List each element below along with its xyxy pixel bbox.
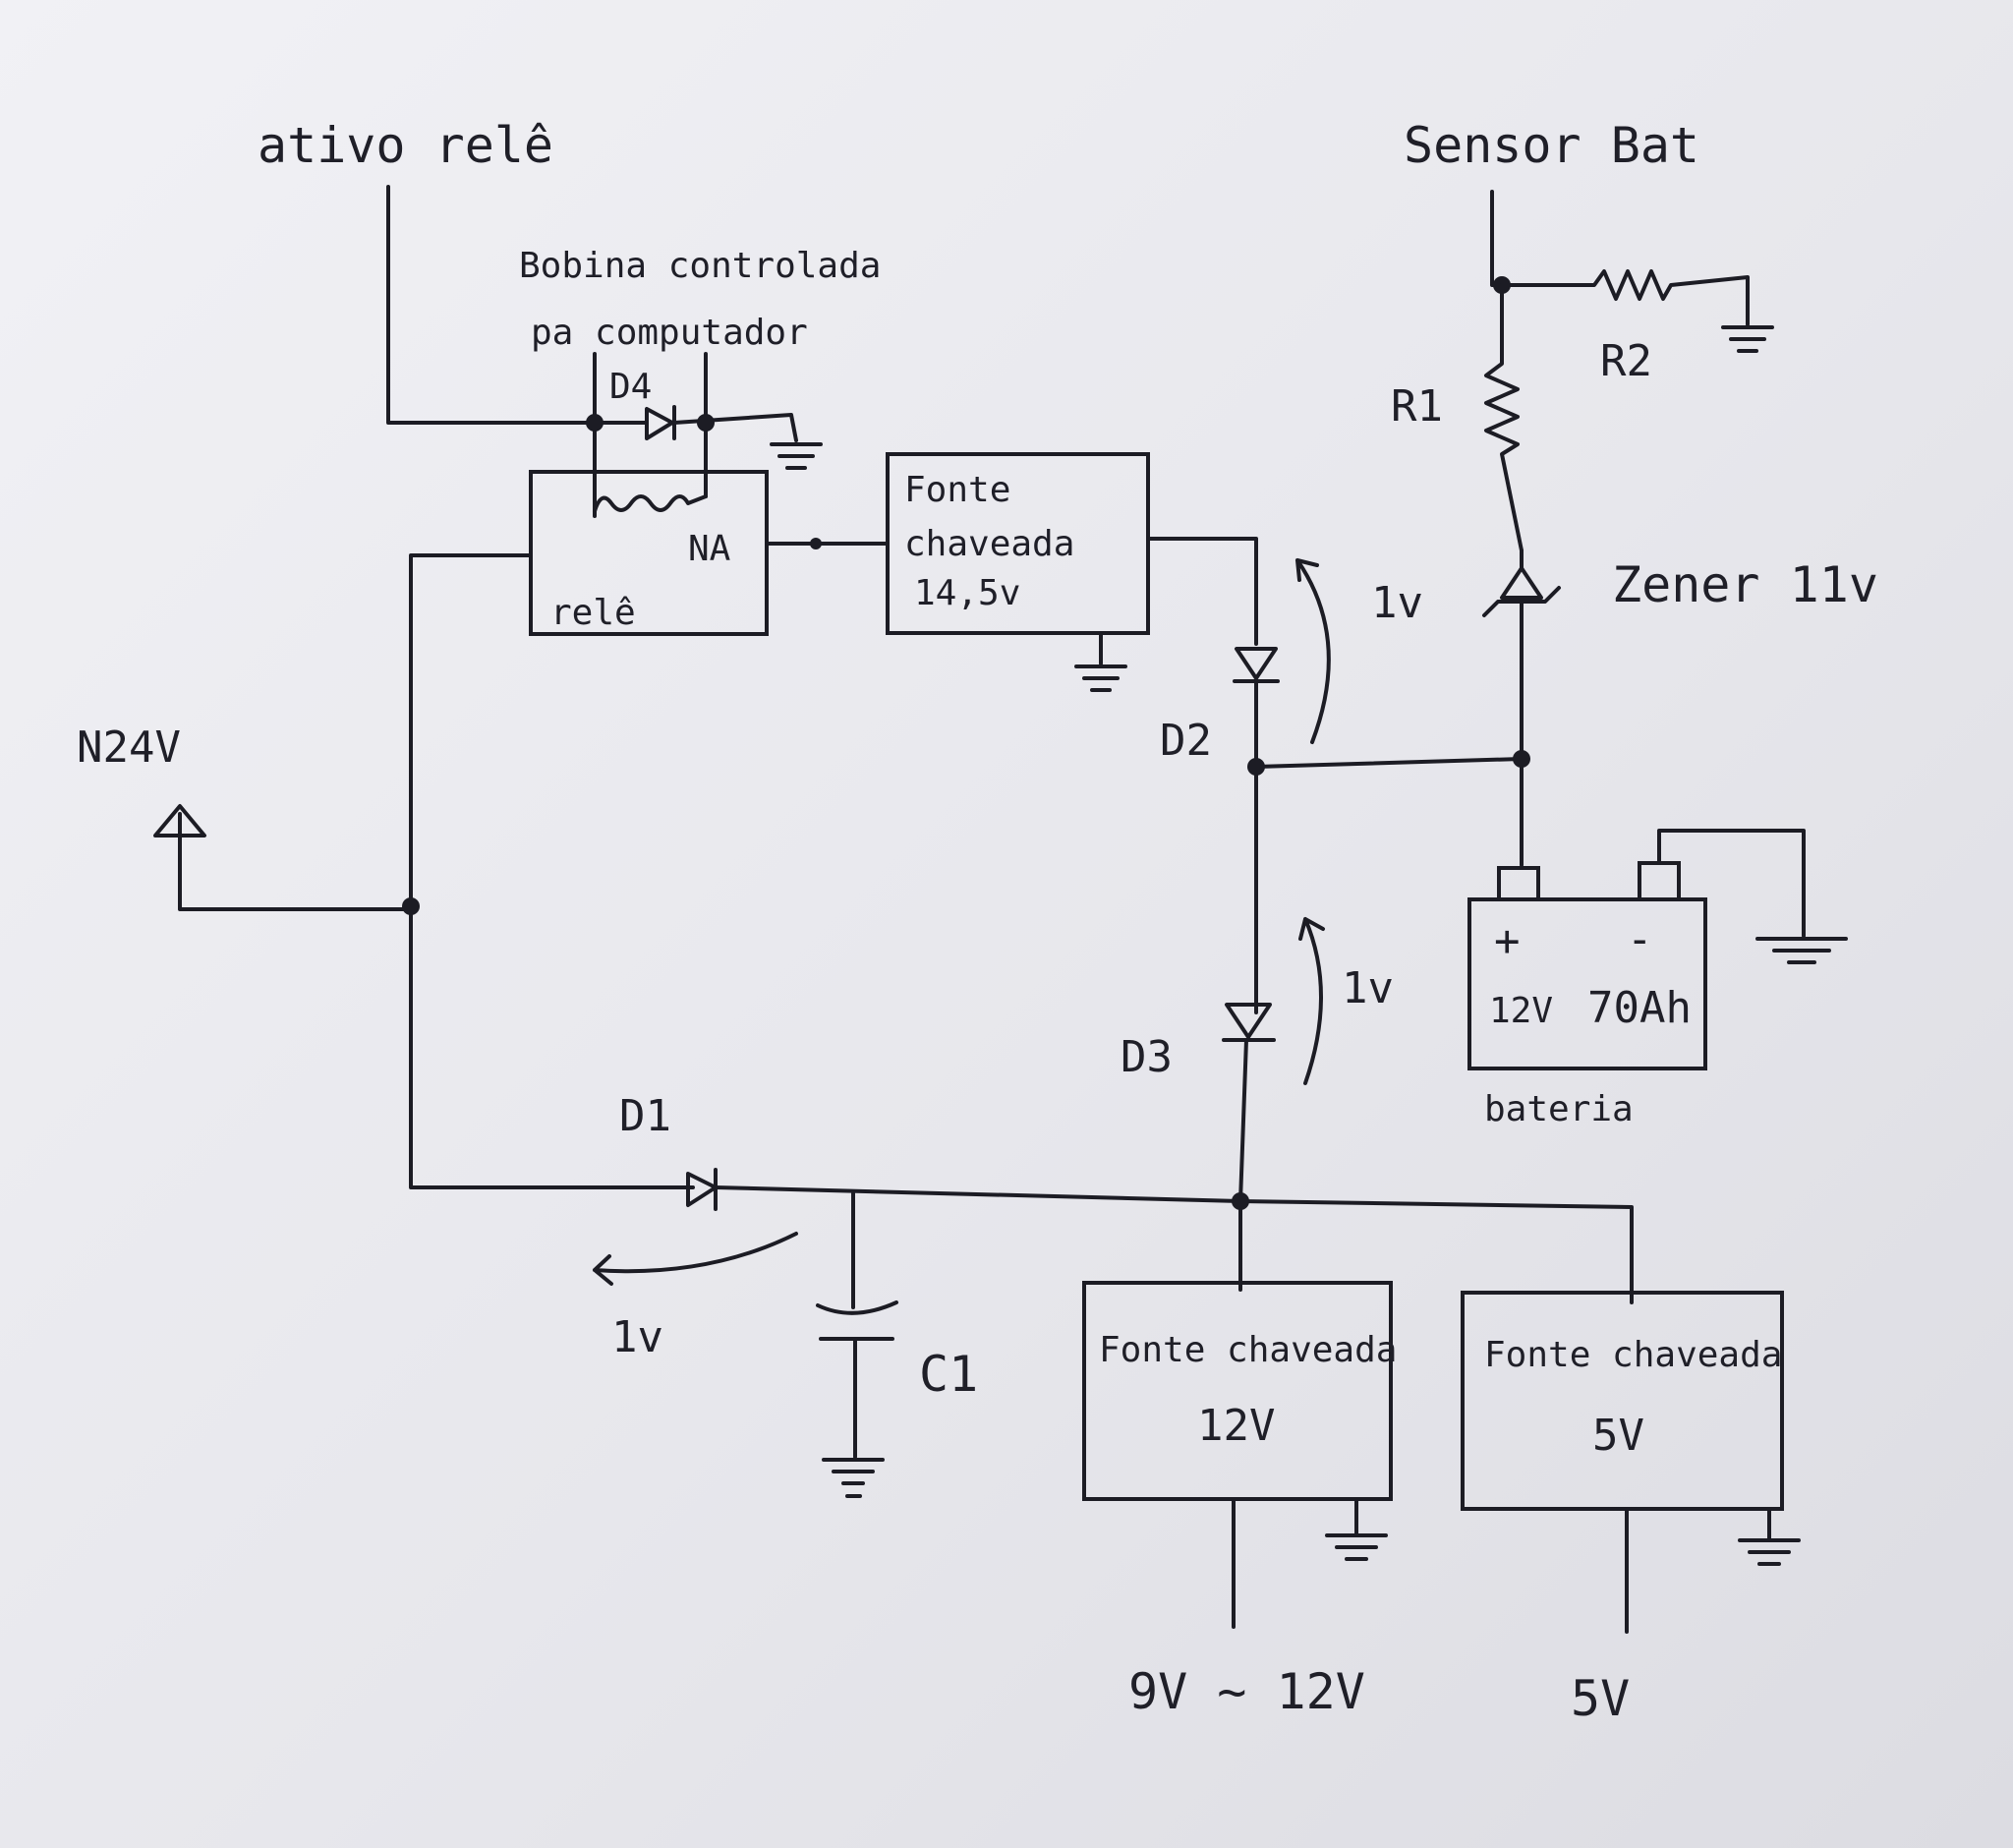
wire-battery-ground: [1657, 829, 1806, 938]
resistor-r2: [1500, 269, 1750, 326]
relay-box: [529, 470, 769, 636]
fonte-chaveada-12v-box: [1082, 1281, 1393, 1501]
label-r1: R1: [1391, 381, 1443, 432]
diode-d4: [645, 405, 676, 440]
label-drop2: 1v: [1342, 963, 1394, 1013]
label-sensor-bat: Sensor Bat: [1404, 117, 1699, 174]
arrow-drop2: [1298, 917, 1325, 1085]
label-battery-minus: -: [1627, 914, 1653, 964]
label-fonte1-line3: 14,5v: [914, 573, 1020, 613]
label-c1: C1: [919, 1346, 978, 1403]
label-fonte1-line2: chaveada: [904, 524, 1074, 564]
label-d3: D3: [1121, 1032, 1173, 1082]
junction-coil-left: [586, 414, 604, 432]
diode-d3: [1222, 1003, 1276, 1042]
capacitor-c1: [816, 1300, 898, 1341]
battery-box: [1467, 897, 1707, 1070]
arrow-drop1: [1295, 558, 1331, 744]
label-fonte3-line2: 5V: [1592, 1411, 1644, 1461]
fonte-chaveada-14v5-box: [886, 452, 1150, 635]
label-fonte2-line1: Fonte chaveada: [1099, 1330, 1397, 1370]
junction-coil-right: [697, 414, 715, 432]
label-n24v: N24V: [77, 722, 181, 773]
label-battery-voltage: 12V: [1489, 991, 1553, 1031]
wire-n24v: [178, 812, 413, 911]
battery-terminal-minus: [1638, 861, 1681, 901]
wire-relay-common: [409, 553, 695, 1189]
resistor-r1: [1484, 283, 1524, 552]
label-ativo-rele: ativo relê: [258, 117, 553, 174]
ground-symbol-r2: [1721, 325, 1774, 353]
junction-n24v: [402, 897, 420, 915]
label-battery-plus: +: [1494, 916, 1521, 966]
ground-symbol-c1: [822, 1458, 885, 1498]
label-out-5v: 5V: [1571, 1670, 1630, 1727]
wire-ativo-rele: [386, 185, 597, 425]
wire-sensor: [1490, 190, 1506, 287]
wire-fonte1-out: [1146, 537, 1258, 646]
ground-symbol-d4: [770, 442, 823, 470]
fonte-chaveada-5v-box: [1461, 1291, 1784, 1511]
label-zener: Zener 11v: [1612, 556, 1878, 613]
label-battery-capacity: 70Ah: [1587, 983, 1692, 1033]
relay-coil-symbol: [593, 494, 708, 513]
label-drop1: 1v: [1371, 578, 1423, 628]
diode-d2: [1233, 647, 1280, 683]
label-r2: R2: [1600, 336, 1652, 386]
label-d2: D2: [1160, 716, 1212, 766]
label-fonte3-line1: Fonte chaveada: [1484, 1335, 1782, 1375]
ground-symbol-fonte3: [1738, 1538, 1801, 1566]
ground-symbol-fonte2: [1325, 1533, 1388, 1561]
wire-bus: [714, 1185, 1634, 1304]
label-rele: relê: [550, 593, 636, 633]
junction-na: [810, 538, 822, 549]
label-pelo-computador: pa computador: [531, 313, 808, 353]
label-d1: D1: [619, 1091, 671, 1141]
arrow-drop3: [593, 1232, 798, 1286]
wire-d2-to-zener: [1254, 757, 1524, 769]
label-bobina: Bobina controlada: [519, 246, 881, 286]
wire-d3-bus: [1238, 1038, 1248, 1203]
wire-d4-ground: [672, 413, 798, 442]
label-d4: D4: [609, 367, 652, 407]
label-out-9v-12v: 9V ~ 12V: [1128, 1663, 1365, 1720]
arrow-n24v: [153, 804, 206, 837]
label-bateria: bateria: [1484, 1089, 1634, 1129]
battery-terminal-plus: [1497, 866, 1540, 901]
label-fonte2-line2: 12V: [1197, 1401, 1275, 1451]
ground-symbol-fonte1: [1074, 664, 1127, 692]
label-fonte1-line1: Fonte: [904, 470, 1010, 510]
ground-symbol-battery: [1755, 937, 1848, 964]
label-drop3: 1v: [611, 1312, 663, 1362]
label-na: NA: [688, 529, 731, 569]
